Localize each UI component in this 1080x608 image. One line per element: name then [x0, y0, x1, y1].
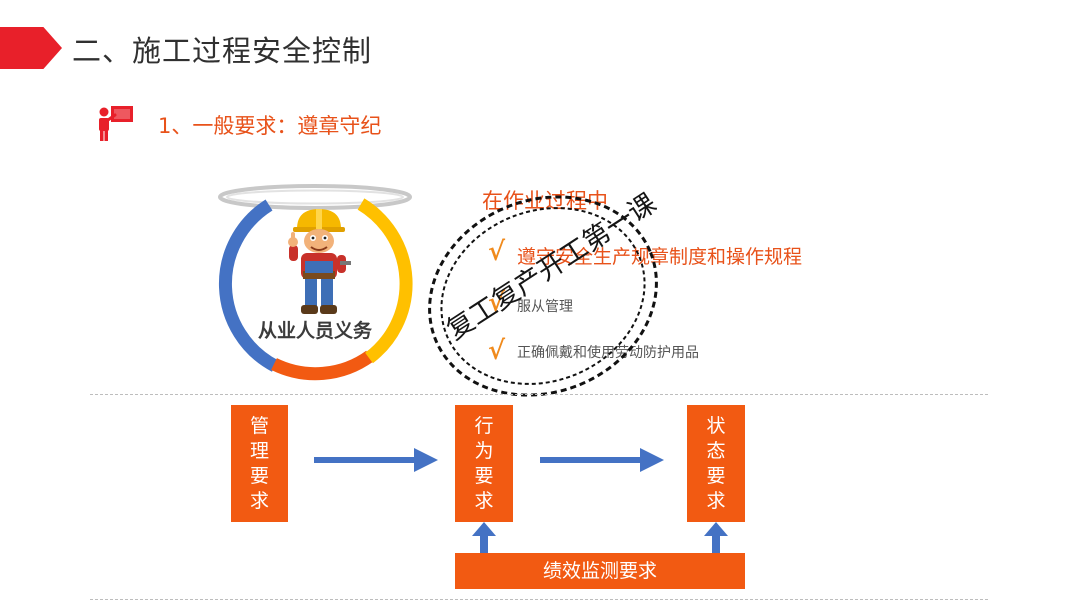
rule-item: 正确佩戴和使用劳动防护用品 — [517, 345, 699, 361]
flow-box-label: 行为要求 — [474, 414, 494, 512]
arrow-up-icon — [704, 522, 728, 555]
presenter-board-icon — [96, 104, 136, 146]
flow-box-management: 管理要求 — [231, 405, 288, 522]
duty-ring — [210, 180, 420, 390]
arrow-right-icon — [540, 448, 664, 472]
page-title: 二、施工过程安全控制 — [72, 34, 373, 68]
arrow-up-icon — [472, 522, 496, 555]
ring-segment-orange — [271, 350, 374, 381]
rule-item: 遵守安全生产规章制度和操作规程 — [517, 246, 803, 268]
check-icon: √ — [488, 237, 506, 267]
arrow-right-icon — [314, 448, 438, 472]
ring-segment-blue — [218, 199, 279, 372]
duty-label: 从业人员义务 — [257, 320, 372, 342]
check-icon: √ — [488, 336, 506, 366]
performance-monitoring-bar: 绩效监测要求 — [455, 553, 745, 589]
ring-segment-yellow — [357, 198, 413, 364]
flow-box-behavior: 行为要求 — [455, 405, 513, 522]
stamp-seal — [418, 186, 668, 406]
flow-box-label: 管理要求 — [249, 414, 269, 512]
flow-box-status: 状态要求 — [687, 405, 745, 522]
performance-monitoring-label: 绩效监测要求 — [542, 559, 657, 582]
check-icon: √ — [488, 288, 506, 318]
construction-worker-image — [283, 205, 355, 321]
rule-item: 服从管理 — [517, 299, 573, 315]
divider-line — [90, 394, 988, 395]
divider-line — [90, 599, 988, 600]
title-accent-tag — [0, 27, 62, 69]
flow-box-label: 状态要求 — [706, 414, 726, 512]
section-subheading: 1、一般要求：遵章守纪 — [158, 114, 382, 138]
